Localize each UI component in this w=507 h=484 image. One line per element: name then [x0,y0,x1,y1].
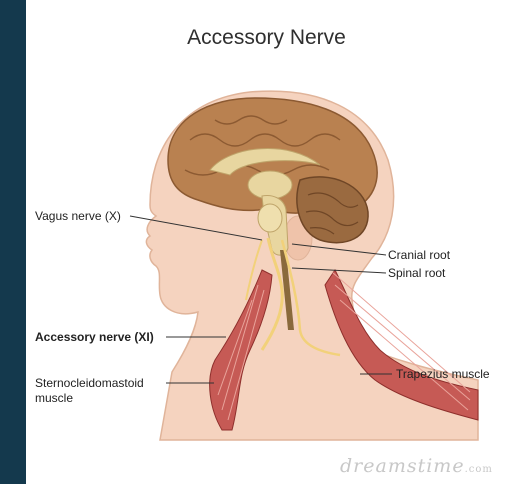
watermark-text: dreamstime [340,455,465,477]
thalamus [248,171,292,199]
diagram-title: Accessory Nerve [26,26,507,50]
label-trapezius-muscle: Trapezius muscle [396,367,490,382]
label-vagus-nerve: Vagus nerve (X) [35,209,121,224]
label-accessory-nerve: Accessory nerve (XI) [35,330,154,345]
label-cranial-root: Cranial root [388,248,450,263]
pons [258,204,282,232]
watermark: dreamstime.com [340,455,493,477]
label-spinal-root: Spinal root [388,266,445,281]
label-sternocleidomastoid-line2: muscle [35,391,73,406]
watermark-suffix: .com [465,464,493,475]
label-sternocleidomastoid-line1: Sternocleidomastoid [35,376,144,391]
